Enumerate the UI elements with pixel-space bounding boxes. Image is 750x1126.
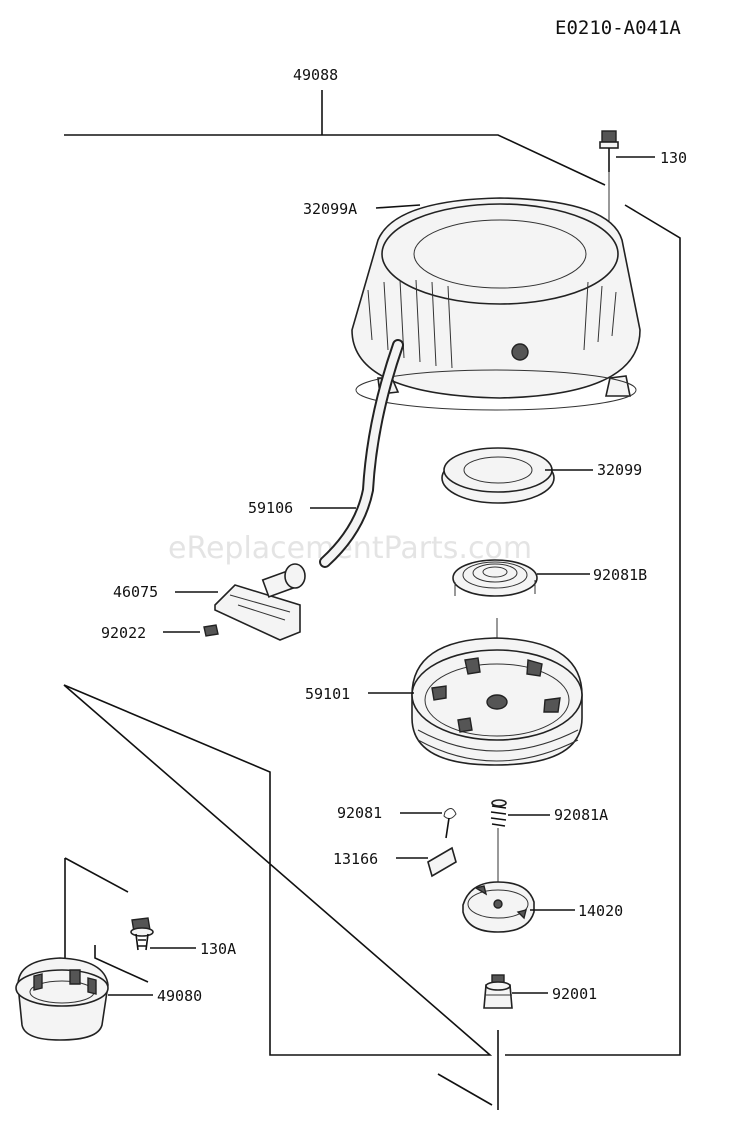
- part-label-59101: 59101: [305, 685, 350, 703]
- axis-line-diagonal: [437, 1073, 493, 1106]
- part-label-92022: 92022: [101, 624, 146, 642]
- cup-49080-icon: [15, 957, 109, 1041]
- rope-reel-icon: [411, 637, 583, 766]
- part-label-13166: 13166: [333, 850, 378, 868]
- part-label-92001: 92001: [552, 985, 597, 1003]
- starter-handle-icon: [214, 563, 306, 641]
- pawl-13166-icon: [427, 846, 457, 878]
- pin-92022-icon: [203, 624, 219, 637]
- part-label-49080: 49080: [157, 987, 202, 1005]
- assembly-boundary: [63, 134, 681, 1056]
- part-label-49088: 49088: [293, 66, 338, 84]
- spring-cover-32099-icon: [441, 447, 555, 504]
- part-label-14020: 14020: [578, 902, 623, 920]
- part-label-92081B: 92081B: [593, 566, 647, 584]
- spiral-spring-icon: [452, 559, 538, 597]
- bolt-130A-icon: [130, 917, 154, 951]
- diagram-code: E0210-A041A: [555, 17, 681, 39]
- part-label-59106: 59106: [248, 499, 293, 517]
- nut-92001-icon: [483, 974, 513, 1009]
- spring-92081-icon: [443, 808, 457, 839]
- part-label-92081: 92081: [337, 804, 382, 822]
- part-label-32099: 32099: [597, 461, 642, 479]
- part-label-32099A: 32099A: [303, 200, 357, 218]
- recoil-housing-icon: [351, 197, 641, 411]
- ratchet-14020-icon: [462, 881, 535, 933]
- sub-assembly-boundary: [64, 857, 149, 983]
- spring-92081A-icon: [490, 799, 507, 900]
- part-label-92081A: 92081A: [554, 806, 608, 824]
- leader-32099A: [375, 204, 421, 209]
- part-label-130: 130: [660, 149, 687, 167]
- part-label-130A: 130A: [200, 940, 236, 958]
- part-label-46075: 46075: [113, 583, 158, 601]
